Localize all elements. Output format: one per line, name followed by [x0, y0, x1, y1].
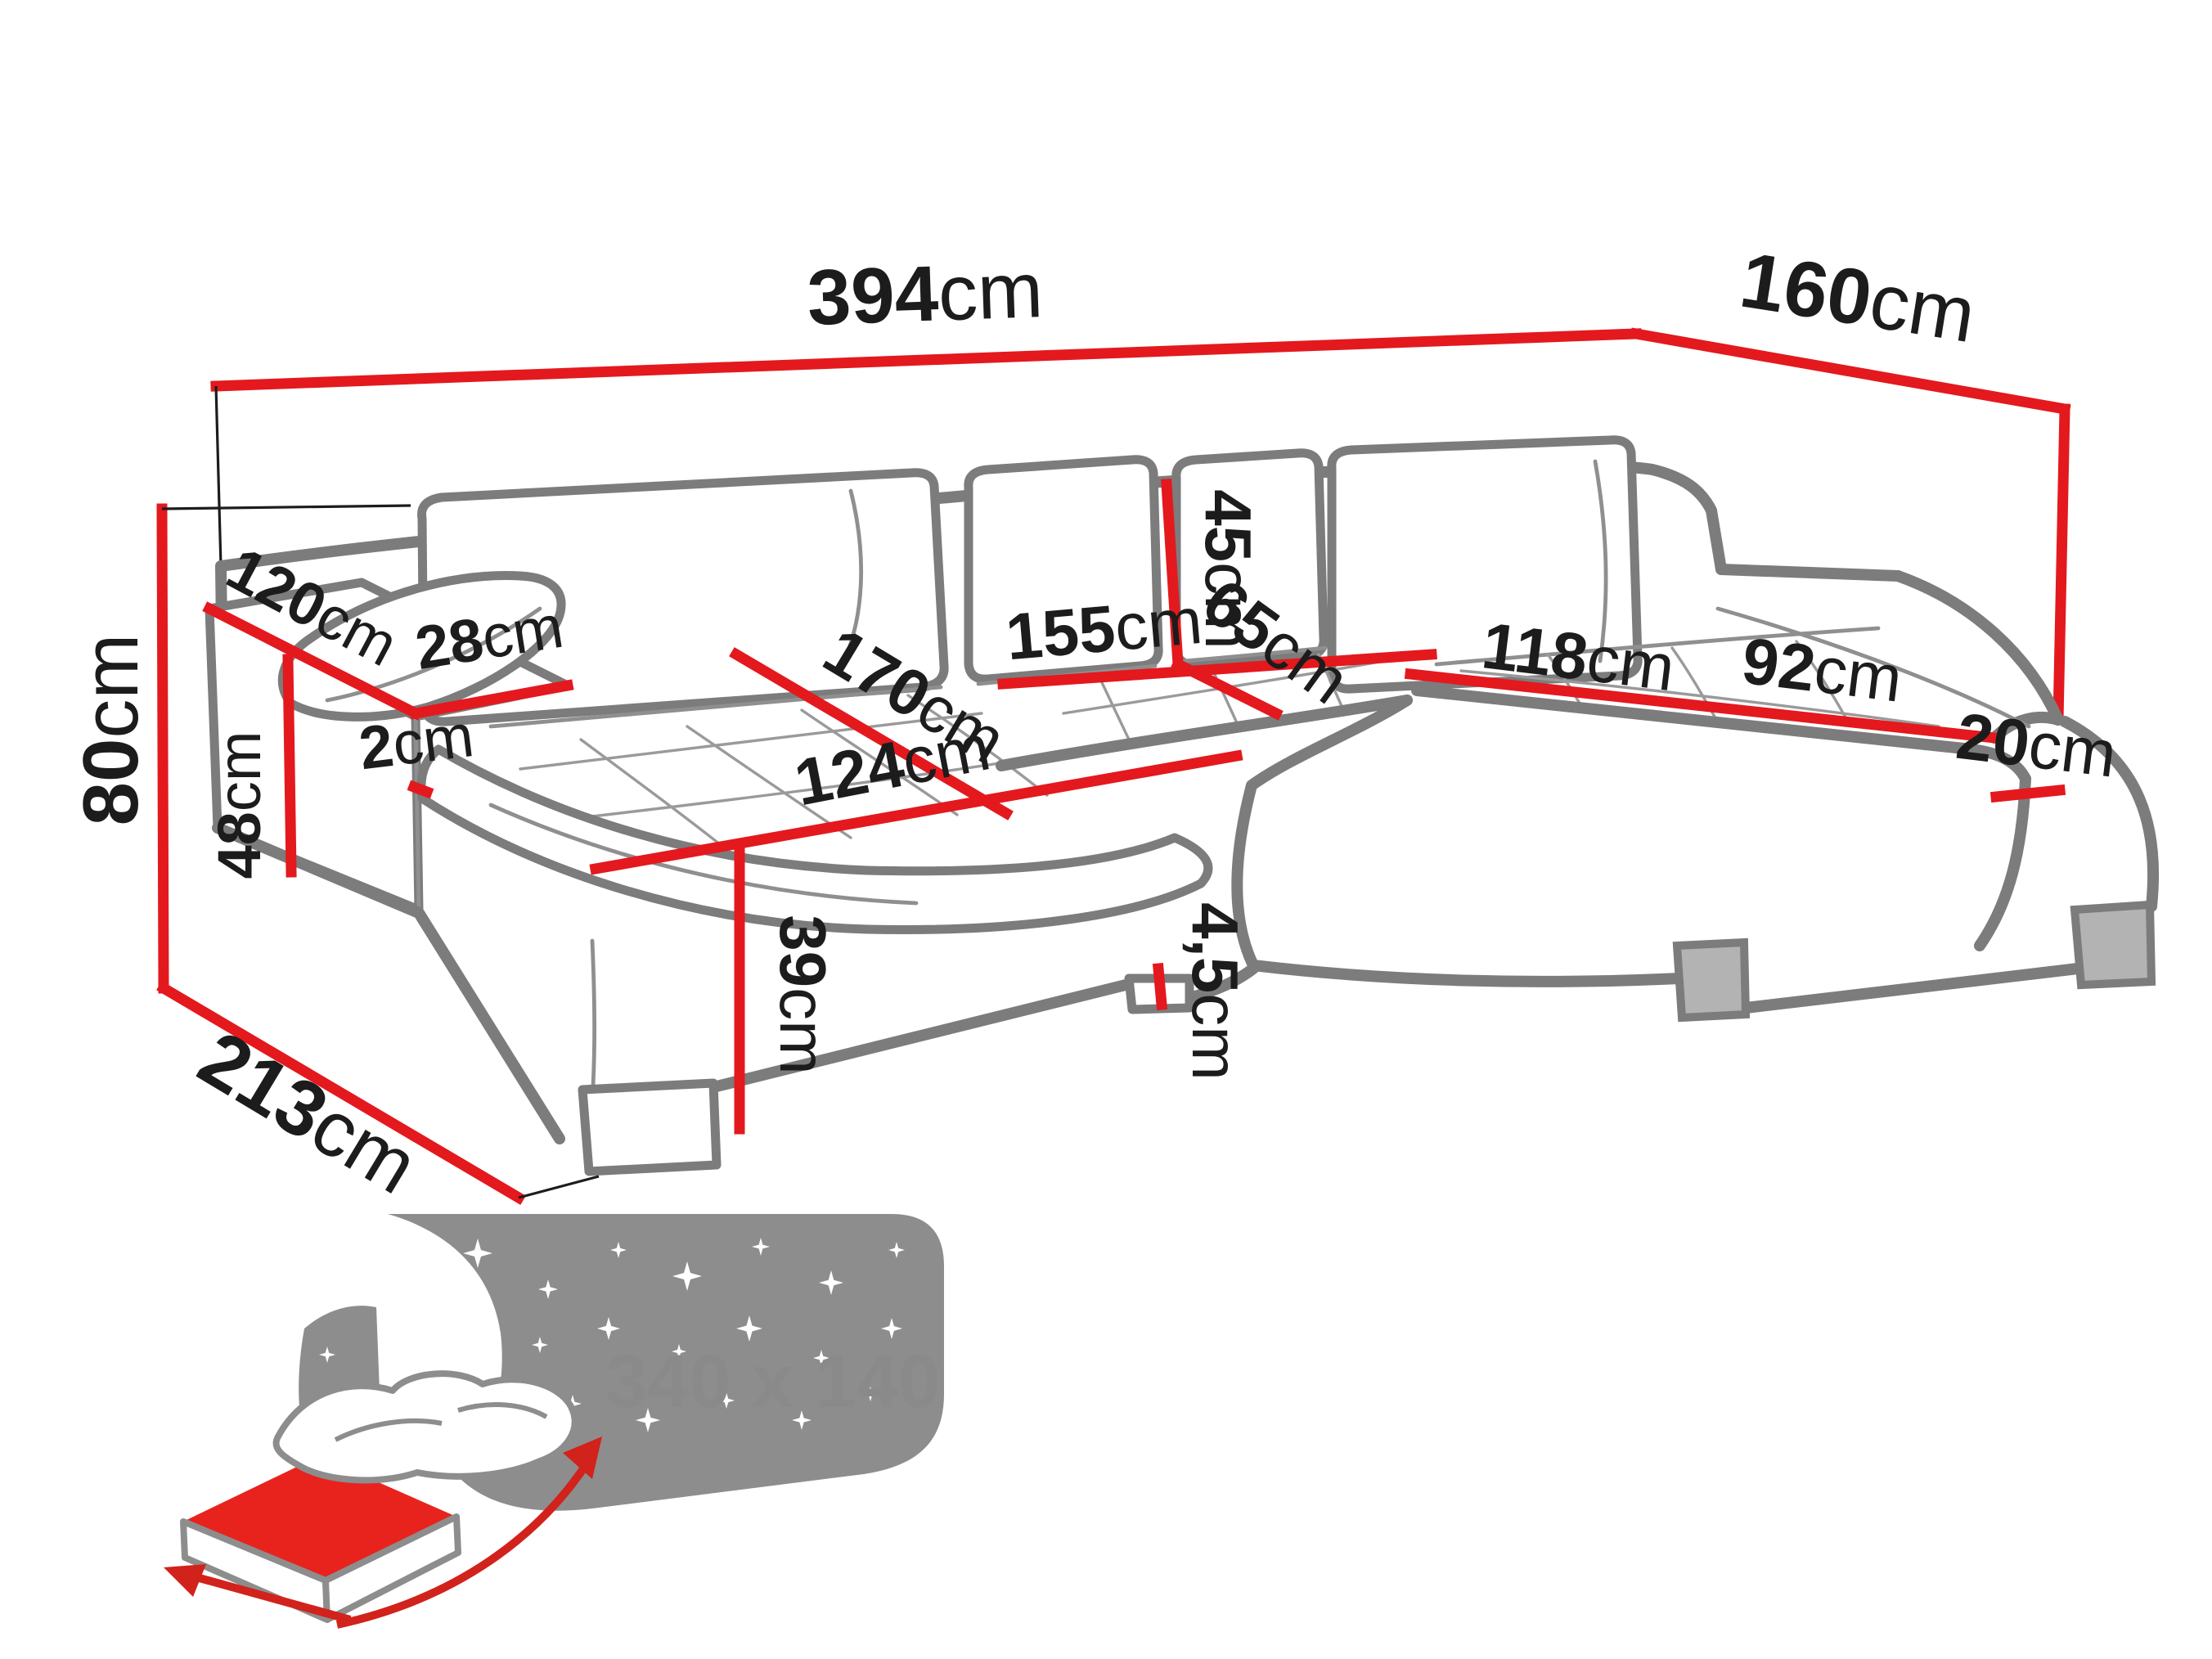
right-armrest-front-curve	[2059, 716, 2160, 912]
left-seat-back-edge	[488, 685, 943, 729]
bed-arrow-width-head	[164, 1564, 206, 1597]
front-bolster	[416, 744, 1213, 934]
label-sleeping-area: 340 x 140	[605, 1340, 940, 1423]
dim-line-28	[409, 679, 574, 720]
bolster-crease	[488, 803, 919, 906]
left-chaise-tuft-cols	[579, 694, 1049, 852]
dim-line-155	[997, 649, 1437, 690]
dim-line-right-vertical	[2052, 403, 2070, 726]
back-right-edge	[1715, 564, 1904, 582]
left-chaise-tuft-rows	[519, 712, 1049, 823]
right-chaise-tufts	[1459, 640, 1940, 728]
right-chaise-bottom-left	[1248, 960, 1684, 987]
label-48cm: 48cm	[205, 731, 273, 879]
label-213cm: 213cm	[185, 1014, 432, 1211]
right-armrest-top-cap	[1989, 712, 2064, 744]
dim-tick-4-5	[1152, 962, 1168, 1011]
back-cushion-2	[964, 455, 1163, 684]
dim-line-160	[1630, 327, 2071, 416]
dim-line-45	[1161, 479, 1184, 670]
bed-duvet-creases	[334, 1402, 548, 1442]
armrest-gap-line	[413, 714, 421, 912]
label-2cm: 2cm	[355, 701, 477, 782]
dim-line-65	[1171, 657, 1284, 721]
dim-tick-20	[1989, 784, 2066, 803]
dimension-box	[156, 327, 2071, 1205]
bed-icon	[164, 1370, 602, 1629]
back-cushion-1-crease	[840, 488, 864, 667]
bed-arrow-length-head	[563, 1436, 602, 1479]
right-armrest-outer-edge	[1892, 570, 2064, 726]
chaise-left-base-edge	[212, 822, 565, 1144]
right-rail-inner-edge	[1715, 606, 2031, 729]
back-cushion-4	[1327, 435, 1643, 694]
label-80cm: 80cm	[67, 634, 155, 826]
back-cushion-1	[417, 468, 949, 726]
backrest-cushions	[417, 435, 1643, 726]
middle-seat-front-edge	[996, 695, 1413, 771]
left-front-leg	[578, 1078, 722, 1176]
dim-line-170	[729, 647, 1014, 821]
bed-arrow-width-line	[195, 1573, 352, 1624]
bed-mattress-right-side	[322, 1513, 461, 1623]
projection-line-213-end	[518, 1175, 600, 1199]
label-39cm: 39cm	[767, 915, 839, 1075]
sofa-base	[212, 570, 2160, 1176]
right-leg-1	[1672, 937, 1751, 1023]
dim-line-120	[202, 601, 423, 721]
right-chaise-front-edge	[1411, 685, 2031, 785]
dim-line-124	[589, 749, 1243, 875]
bed-duvet-pillows	[272, 1370, 578, 1484]
label-4-5cm: 4,5cm	[1179, 902, 1252, 1081]
dim-tick-2	[407, 780, 434, 799]
projection-line-80-top	[161, 504, 411, 510]
middle-base-edge	[711, 978, 1138, 1092]
label-45cm: 45cm	[1192, 489, 1265, 650]
right-leg-2	[2070, 900, 2156, 990]
dim-line-118-92	[1404, 668, 2001, 744]
right-chaise-corner-edge	[1974, 773, 2031, 951]
right-chaise-bottom-right	[1740, 963, 2084, 1014]
back-cushion-4-crease	[1593, 459, 1608, 663]
sleeping-area-icon: 340 x 140	[164, 1214, 944, 1629]
dim-line-48	[282, 654, 297, 878]
dim-line-80	[156, 503, 169, 994]
bed-arrow-length-line	[335, 1460, 591, 1629]
sofa-dimension-lines	[202, 479, 2066, 1135]
dim-line-394	[210, 328, 1642, 392]
label-155cm: 155cm	[1003, 584, 1205, 674]
label-92cm: 92cm	[1738, 624, 1906, 716]
middle-base-right	[1184, 963, 1259, 1004]
right-chaise-left-edge	[1231, 695, 1413, 971]
projection-line-left	[214, 385, 223, 567]
label-28cm: 28cm	[411, 592, 568, 682]
dim-line-213	[156, 981, 526, 1205]
label-118cm: 118cm	[1478, 609, 1679, 704]
armrest-pillow-crease	[325, 606, 542, 703]
label-20cm: 20cm	[1953, 699, 2120, 791]
bolster-cushion	[416, 744, 1213, 934]
label-160cm: 160cm	[1734, 236, 1980, 360]
label-394cm: 394cm	[806, 246, 1045, 342]
